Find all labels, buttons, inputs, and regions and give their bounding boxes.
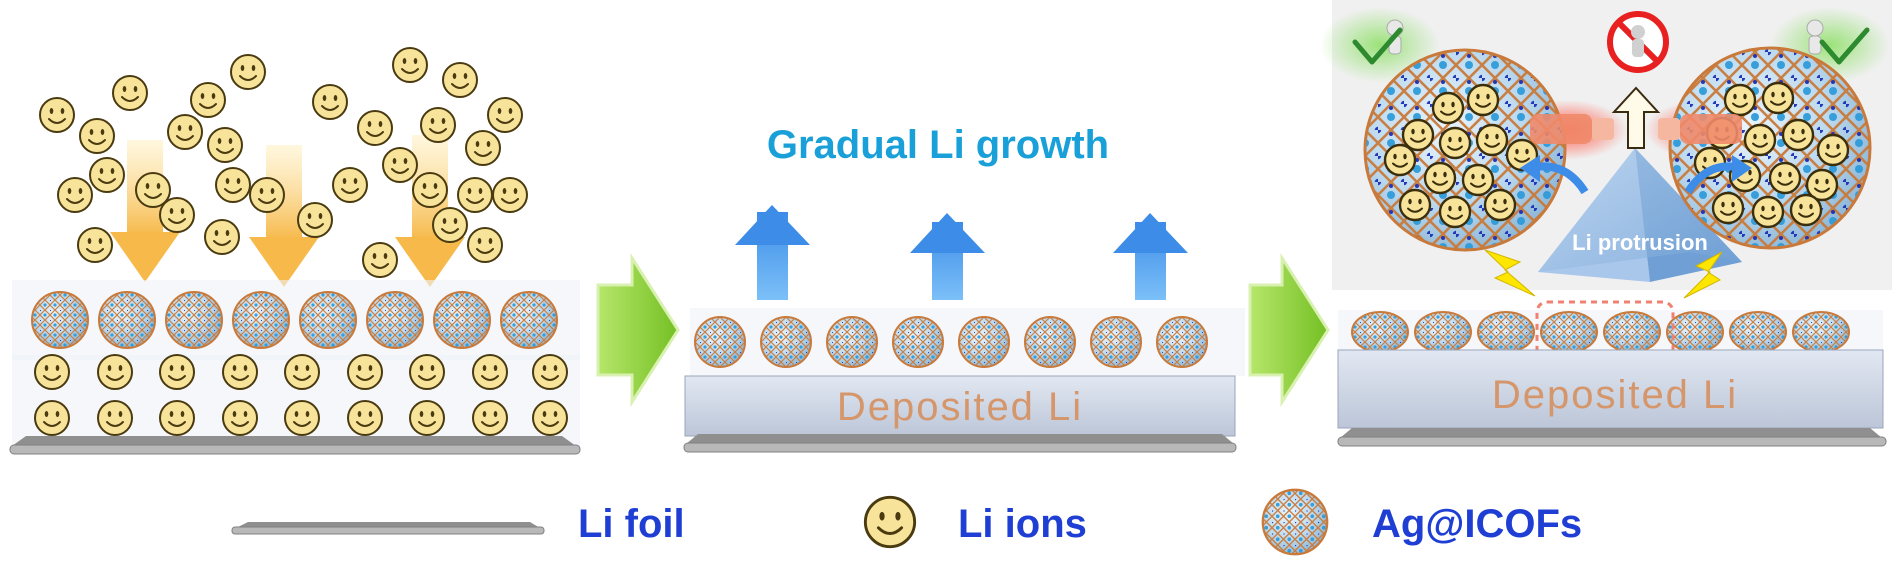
legend-ag-icofs-label: Ag@ICOFs (1372, 502, 1582, 546)
legend-li-foil-label: Li foil (578, 502, 685, 546)
li-foil-2 (683, 434, 1237, 453)
transition-arrow-2 (1248, 252, 1330, 408)
stop-hand-right-icon (1658, 114, 1742, 144)
li-foil-3 (1337, 428, 1887, 447)
legend-ag-icofs: Ag@ICOFs (1261, 488, 1582, 556)
check-figure-right-icon (1806, 19, 1870, 65)
deposited-li-label-2: Deposited Li (837, 385, 1083, 429)
check-figure-left-icon (1352, 19, 1404, 65)
lightning-right-icon (1683, 251, 1723, 299)
no-entry-icon (1607, 11, 1669, 73)
legend-li-foil: Li foil (231, 502, 685, 546)
up-arrow-3 (1113, 213, 1188, 300)
cof-sphere-big-left (1363, 48, 1567, 252)
legend-li-ions: Li ions (863, 495, 1087, 549)
panel-ion-deposition (9, 47, 581, 455)
li-protrusion-pyramid (1538, 148, 1742, 282)
up-arrow-2 (910, 213, 985, 300)
li-foil-1 (9, 436, 581, 455)
panel-protrusion-suppression: Li protrusion (1320, 0, 1892, 447)
li-protrusion-label: Li protrusion (1572, 230, 1708, 255)
blocked-up-arrow (1611, 86, 1661, 149)
up-arrow-1 (735, 205, 810, 300)
transition-arrow-1 (596, 252, 680, 408)
legend: Li foil Li ions Ag@ICOFs (231, 488, 1582, 556)
deposited-li-layer-2: Deposited Li (684, 375, 1236, 437)
cof-sphere-big-right (1668, 46, 1872, 250)
panel-gradual-growth: Gradual Li growth Deposited Li (683, 123, 1245, 453)
stop-hand-left-icon (1530, 114, 1614, 144)
growth-title: Gradual Li growth (767, 123, 1109, 167)
legend-li-ions-label: Li ions (958, 502, 1087, 546)
lightning-left-icon (1484, 249, 1536, 297)
deposited-li-label-3: Deposited Li (1492, 373, 1738, 417)
deposited-li-layer-3: Deposited Li (1337, 349, 1884, 429)
